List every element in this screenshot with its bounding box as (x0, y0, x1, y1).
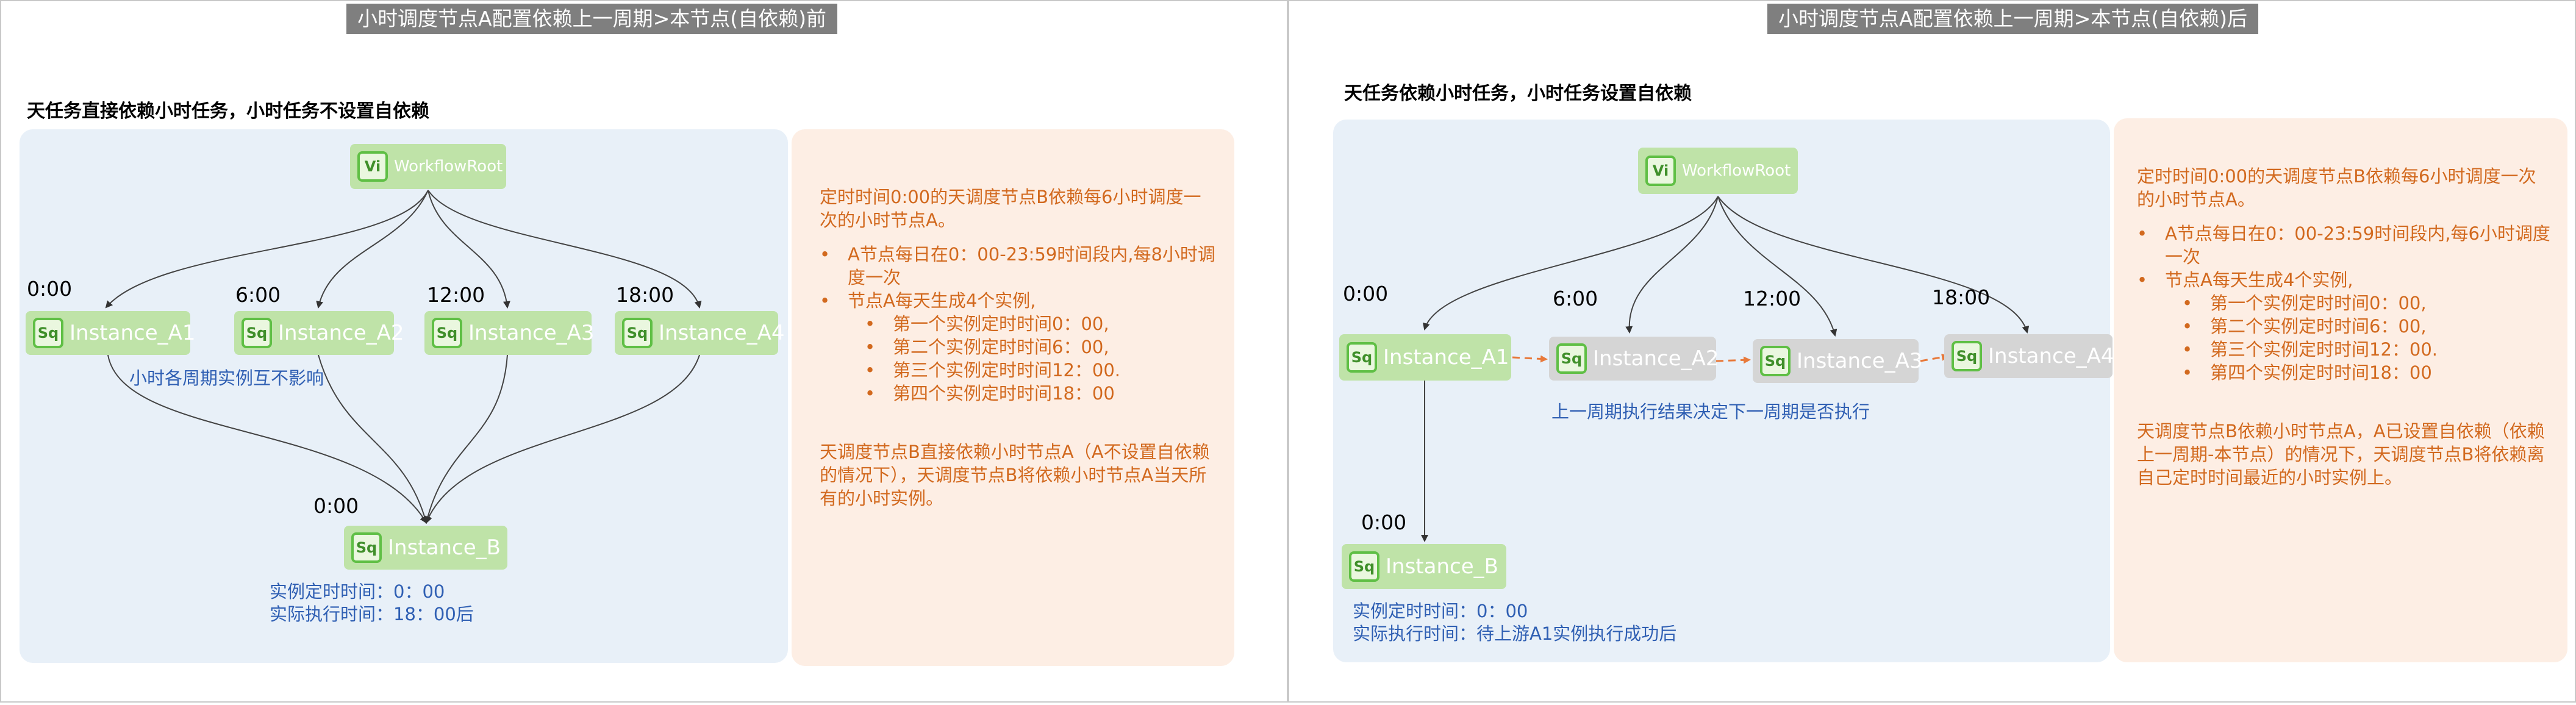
desc-sub-bullet: 第二个实例定时时间6：00, (2137, 315, 2552, 338)
instance-a2-node[interactable]: Sq Instance_A2 (234, 311, 404, 355)
instance-a3-time: 12:00 (427, 283, 485, 307)
desc-sub-bullet: 第一个实例定时时间0：00, (2137, 292, 2552, 315)
description-text: 定时时间0:00的天调度节点B依赖每6小时调度一次的小时节点A。 A节点每日在0… (2137, 165, 2552, 489)
node-label: Instance_A4 (659, 321, 785, 345)
desc-bullets: A节点每日在0：00-23:59时间段内,每8小时调度一次 节点A每天生成4个实… (820, 243, 1216, 405)
instance-a4-node[interactable]: Sq Instance_A4 (1944, 334, 2114, 378)
instance-b-info: 实例定时时间：0：00 实际执行时间：待上游A1实例执行成功后 (1353, 600, 1676, 645)
instance-a3-node[interactable]: Sq Instance_A3 (1753, 339, 1923, 383)
panel-header: 小时调度节点A配置依赖上一周期>本节点(自依赖)后 (1767, 4, 2258, 34)
workflow-root-node[interactable]: Vi WorkflowRoot (1638, 148, 1798, 194)
instance-a4-time: 18:00 (1932, 285, 1991, 309)
self-dependency-note: 上一周期执行结果决定下一周期是否执行 (1551, 401, 1870, 422)
node-label: Instance_A4 (1988, 344, 2114, 368)
node-label: Instance_A2 (278, 321, 404, 345)
virtual-node-icon: Vi (1645, 156, 1676, 186)
node-label: WorkflowRoot (1682, 162, 1791, 180)
instance-a3-time: 12:00 (1743, 287, 1801, 310)
node-label: Instance_A1 (70, 321, 196, 345)
sql-node-icon: Sq (1556, 343, 1587, 374)
desc-sub-bullet: 第一个实例定时时间0：00, (820, 312, 1216, 335)
scheduled-time-text: 实例定时时间：0：00 (270, 581, 445, 602)
actual-run-time-text: 实际执行时间：待上游A1实例执行成功后 (1353, 623, 1677, 644)
desc-bullet: A节点每日在0：00-23:59时间段内,每6小时调度一次 (2137, 222, 2552, 268)
desc-bullet: A节点每日在0：00-23:59时间段内,每8小时调度一次 (820, 243, 1216, 289)
scheduled-time-text: 实例定时时间：0：00 (1353, 601, 1528, 621)
panel-header: 小时调度节点A配置依赖上一周期>本节点(自依赖)前 (346, 4, 837, 34)
desc-conclusion: 天调度节点B直接依赖小时节点A（A不设置自依赖的情况下），天调度节点B将依赖小时… (820, 442, 1210, 509)
instance-b-node[interactable]: Sq Instance_B (344, 526, 507, 570)
desc-sub-bullet: 第三个实例定时时间12：00. (2137, 338, 2552, 361)
desc-bullets: A节点每日在0：00-23:59时间段内,每6小时调度一次 节点A每天生成4个实… (2137, 222, 2552, 384)
virtual-node-icon: Vi (357, 151, 388, 182)
description-panel (2114, 118, 2567, 662)
node-label: Instance_A3 (1797, 349, 1923, 373)
desc-conclusion: 天调度节点B依赖小时节点A，A已设置自依赖（依赖上一周期-本节点）的情况下，天调… (2137, 421, 2545, 488)
desc-sub-bullet: 第三个实例定时时间12：00. (820, 359, 1216, 382)
instance-b-node[interactable]: Sq Instance_B (1342, 544, 1506, 589)
instance-a3-node[interactable]: Sq Instance_A3 (424, 311, 595, 355)
instance-a4-time: 18:00 (616, 283, 674, 307)
instance-a4-node[interactable]: Sq Instance_A4 (615, 311, 785, 355)
instance-a1-node[interactable]: Sq Instance_A1 (1339, 334, 1511, 381)
desc-sub-bullet: 第四个实例定时时间18：00 (2137, 361, 2552, 384)
instance-a1-node[interactable]: Sq Instance_A1 (26, 311, 196, 355)
panel-subtitle: 天任务直接依赖小时任务，小时任务不设置自依赖 (27, 101, 429, 122)
instance-a1-time: 0:00 (27, 277, 73, 301)
desc-bullet: 节点A每天生成4个实例, (820, 289, 1216, 312)
description-text: 定时时间0:00的天调度节点B依赖每6小时调度一次的小时节点A。 A节点每日在0… (820, 185, 1216, 510)
left-panel: 小时调度节点A配置依赖上一周期>本节点(自依赖)前 天任务直接依赖小时任务，小时… (0, 0, 1288, 703)
node-label: Instance_B (388, 535, 501, 560)
node-label: WorkflowRoot (394, 157, 503, 176)
instance-a1-time: 0:00 (1343, 282, 1389, 306)
right-panel: 小时调度节点A配置依赖上一周期>本节点(自依赖)后 天任务依赖小时任务，小时任务… (1288, 0, 2576, 703)
desc-bullet: 节点A每天生成4个实例, (2137, 268, 2552, 292)
independence-note: 小时各周期实例互不影响 (129, 368, 324, 388)
instance-b-time: 0:00 (1361, 510, 1407, 534)
sql-node-icon: Sq (432, 318, 462, 348)
sql-node-icon: Sq (351, 532, 382, 563)
sql-node-icon: Sq (1760, 346, 1791, 376)
workflow-root-node[interactable]: Vi WorkflowRoot (350, 144, 506, 189)
node-label: Instance_A3 (468, 321, 595, 345)
instance-a2-time: 6:00 (1553, 287, 1598, 310)
node-label: Instance_B (1386, 554, 1498, 579)
sql-node-icon: Sq (1347, 342, 1377, 373)
instance-b-info: 实例定时时间：0：00 实际执行时间：18：00后 (270, 581, 474, 626)
actual-run-time-text: 实际执行时间：18：00后 (270, 604, 474, 624)
sql-node-icon: Sq (1349, 551, 1379, 582)
sql-node-icon: Sq (242, 318, 272, 348)
sql-node-icon: Sq (1952, 341, 1982, 371)
instance-b-time: 0:00 (313, 494, 359, 518)
desc-intro: 定时时间0:00的天调度节点B依赖每6小时调度一次的小时节点A。 (820, 187, 1201, 231)
desc-intro: 定时时间0:00的天调度节点B依赖每6小时调度一次的小时节点A。 (2137, 166, 2536, 210)
desc-sub-bullet: 第四个实例定时时间18：00 (820, 382, 1216, 405)
sql-node-icon: Sq (622, 318, 653, 348)
node-label: Instance_A2 (1593, 346, 1719, 371)
panel-subtitle: 天任务依赖小时任务，小时任务设置自依赖 (1344, 83, 1692, 104)
instance-a2-node[interactable]: Sq Instance_A2 (1549, 337, 1719, 381)
sql-node-icon: Sq (33, 318, 63, 348)
instance-a2-time: 6:00 (235, 283, 281, 307)
node-label: Instance_A1 (1383, 345, 1509, 370)
desc-sub-bullet: 第二个实例定时时间6：00, (820, 335, 1216, 359)
